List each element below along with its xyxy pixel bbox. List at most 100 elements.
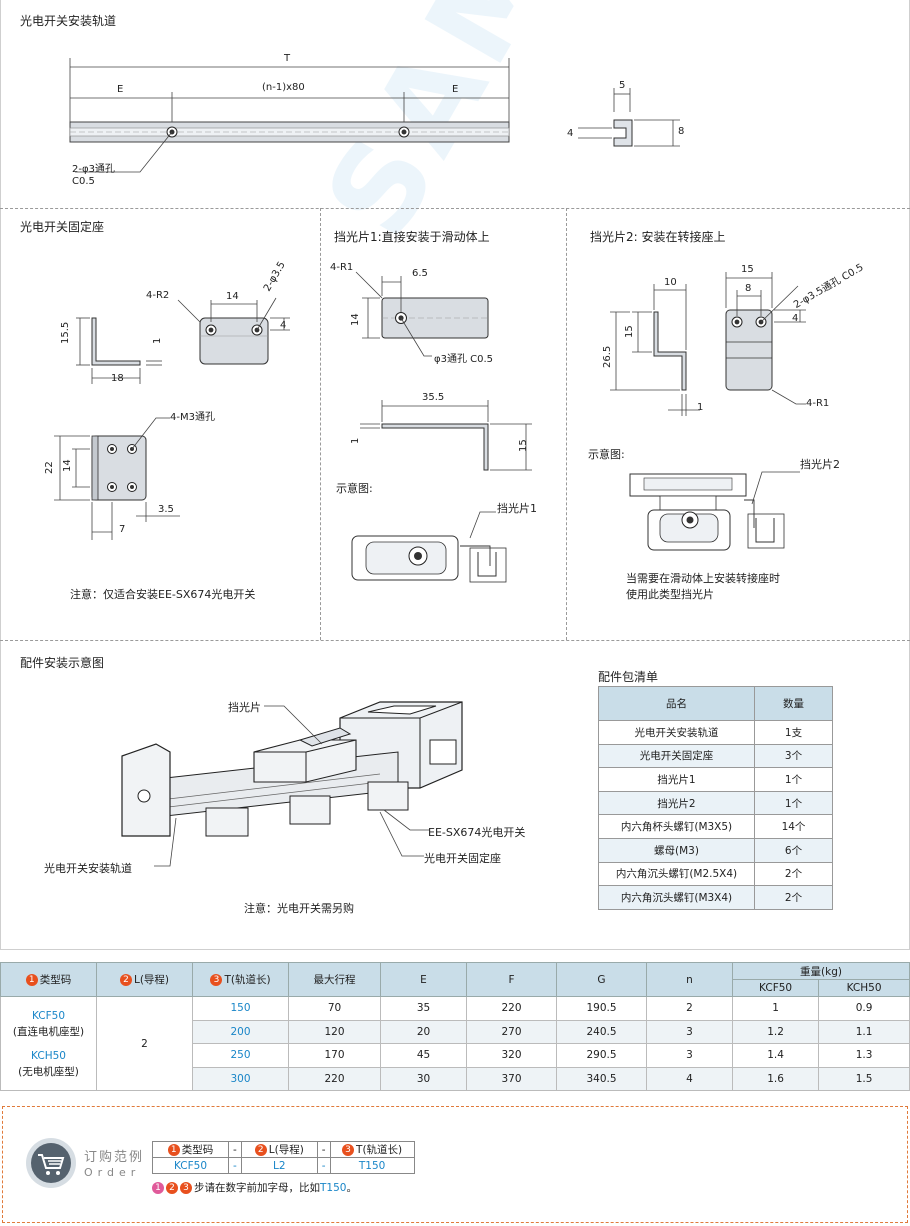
flag2-drawing — [610, 272, 806, 551]
spec-cell: 70 — [288, 996, 381, 1021]
flag1-r1: 4-R1 — [330, 262, 354, 273]
order-title: 订购范例 — [84, 1150, 145, 1165]
spec-cell: 1.2 — [731, 1019, 820, 1044]
parts-cell: 1个 — [754, 767, 833, 792]
spec-cell: 120 — [288, 1019, 381, 1044]
parts-cell: 1个 — [754, 790, 833, 816]
parts-cell: 螺母(M3) — [598, 837, 755, 863]
table-row: KCF50 - L2 - T150 — [152, 1157, 415, 1174]
spec-type2-desc: (无电机座型) — [18, 1065, 79, 1078]
spec-header-L-text: L(导程) — [133, 974, 170, 986]
spec-cell: 200 — [192, 1019, 289, 1044]
assembly-switch-label: EE-SX674光电开关 — [428, 826, 526, 839]
mount-note: 注意：仅适合安装EE-SX674光电开关 — [70, 588, 256, 601]
flag2-d8: 8 — [745, 283, 752, 294]
flag2-t1: 1 — [697, 402, 704, 413]
parts-cell: 1支 — [754, 720, 833, 745]
order-box — [2, 1106, 908, 1223]
badge-2: 2 — [166, 1182, 178, 1194]
order-dash: - — [316, 1141, 331, 1158]
spec-cell: 30 — [380, 1066, 467, 1091]
rail-drawing — [69, 58, 680, 173]
parts-cell: 挡光片2 — [598, 790, 755, 816]
spec-cell: 220 — [288, 1066, 381, 1091]
spec-cell: 35 — [380, 996, 467, 1021]
order-dash: - — [228, 1141, 242, 1158]
spec-cell: 1.6 — [731, 1066, 820, 1091]
dim-5: 5 — [619, 80, 626, 91]
rail-chamfer-label: C0.5 — [72, 176, 95, 187]
table-row: KCF50 (直连电机座型) KCH50 (无电机座型) 2 150 70 35… — [0, 996, 910, 1091]
parts-cell: 2个 — [754, 861, 833, 887]
flag1-d355: 35.5 — [422, 392, 445, 403]
rail-hole-label: 2-φ3通孔 — [72, 164, 115, 175]
order-note-example: T150 — [320, 1182, 347, 1194]
parts-header-qty: 数量 — [754, 686, 833, 721]
spec-cell: 300 — [192, 1066, 289, 1091]
spec-header-weight: 重量(kg) — [732, 962, 910, 980]
section-title-mount: 光电开关固定座 — [20, 220, 105, 234]
spec-cell: 45 — [380, 1043, 467, 1068]
spec-header-G: G — [556, 962, 647, 997]
spec-cell: 320 — [466, 1043, 557, 1068]
spec-cell: 1.1 — [818, 1019, 910, 1044]
mount-m3: 4-M3通孔 — [170, 412, 215, 423]
assembly-rail-label: 光电开关安装轨道 — [44, 862, 132, 875]
flag1-schematic-label: 示意图: — [336, 482, 373, 495]
section-title-flag1: 挡光片1:直接安装于滑动体上 — [334, 230, 490, 244]
spec-header-type-text: 类型码 — [39, 974, 72, 986]
flag2-r1: 4-R1 — [806, 398, 830, 409]
order-dash: - — [228, 1157, 242, 1174]
spec-cell: 4 — [646, 1066, 733, 1091]
flag2-d4: 4 — [792, 313, 799, 324]
badge-1: 1 — [152, 1182, 164, 1194]
assembly-flag-label: 挡光片 — [228, 701, 261, 714]
badge-3: 3 — [210, 974, 223, 986]
table-row: 250 170 45 320 290.5 3 1.4 1.3 — [1, 1043, 910, 1068]
spec-cell: 340.5 — [556, 1066, 647, 1091]
divider-2 — [0, 640, 910, 641]
spec-cell: 3 — [646, 1043, 733, 1068]
spec-header-kcf: KCF50 — [731, 979, 820, 997]
order-v2: L2 — [240, 1157, 318, 1174]
spec-cell: 0.9 — [818, 996, 910, 1021]
table-row: 300 220 30 370 340.5 4 1.6 1.5 — [1, 1066, 910, 1091]
order-dash: - — [316, 1157, 331, 1174]
order-note-text: 步请在数字前加字母，比如 — [194, 1182, 320, 1194]
spec-header-stroke: 最大行程 — [288, 962, 381, 997]
flag2-h15: 15 — [624, 325, 635, 338]
parts-cell: 6个 — [754, 837, 833, 863]
assembly-mount-label: 光电开关固定座 — [424, 852, 501, 865]
mount-drawing — [54, 297, 290, 540]
flag2-h265: 26.5 — [602, 345, 613, 368]
order-h1-text: 类型码 — [181, 1144, 214, 1156]
assembly-note: 注意：光电开关需另购 — [244, 902, 354, 915]
parts-cell: 内六角沉头螺钉(M3X4) — [598, 885, 755, 910]
order-h2-text: L(导程) — [268, 1144, 304, 1156]
order-subtitle: Order — [84, 1166, 141, 1179]
divider-v1 — [320, 208, 321, 640]
flag1-drawing — [351, 271, 532, 583]
flag1-d65: 6.5 — [412, 268, 428, 279]
mount-w18: 18 — [111, 373, 124, 384]
badge-3: 3 — [342, 1144, 355, 1156]
mount-d14: 14 — [226, 291, 239, 302]
flag2-d15: 15 — [741, 264, 754, 275]
dim-pitch: (n-1)x80 — [262, 82, 305, 93]
spec-cell: 240.5 — [556, 1019, 647, 1044]
badge-1: 1 — [25, 974, 38, 986]
table-row: 200 120 20 270 240.5 3 1.2 1.1 — [1, 1019, 910, 1044]
parts-cell: 光电开关安装轨道 — [598, 720, 755, 745]
spec-cell: 220 — [466, 996, 557, 1021]
flag2-callout: 挡光片2 — [800, 458, 840, 471]
parts-cell: 光电开关固定座 — [598, 743, 755, 769]
spec-cell: 3 — [646, 1019, 733, 1044]
order-v3: T150 — [329, 1157, 415, 1174]
